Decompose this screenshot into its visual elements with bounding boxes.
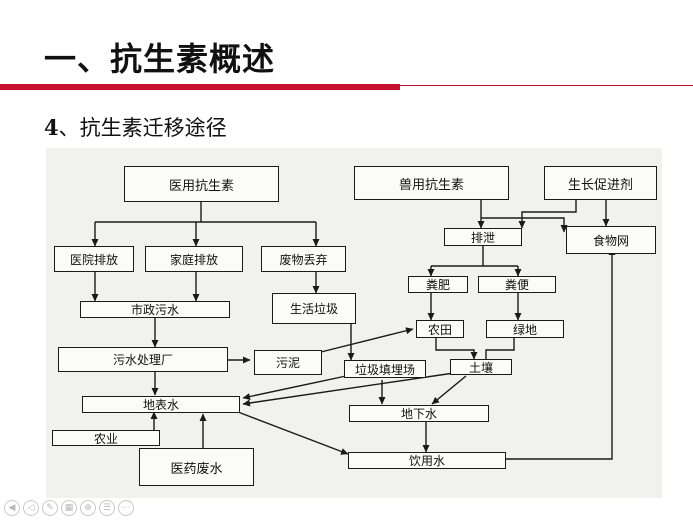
node-farmland: 农田 xyxy=(416,320,464,338)
node-pharma-wastewater: 医药废水 xyxy=(139,448,254,486)
migration-pathway-diagram: 医用抗生素 兽用抗生素 生长促进剂 医院排放 家庭排放 废物丢弃 排泄 食物网 … xyxy=(46,148,662,498)
zoom-icon[interactable]: ⊕ xyxy=(80,500,96,516)
slide-subtitle: 4、抗生素迁移途径 xyxy=(44,112,227,142)
arrow-farmland-to-soil xyxy=(435,338,478,360)
arrow-surface-to-drinking xyxy=(237,411,349,455)
diagram-connectors xyxy=(91,200,616,460)
first-slide-icon[interactable]: ◀ xyxy=(4,500,20,516)
node-municipal-sewage: 市政污水 xyxy=(80,301,230,318)
node-agriculture: 农业 xyxy=(52,430,160,446)
node-green-land: 绿地 xyxy=(486,320,564,338)
node-vet-antibiotics: 兽用抗生素 xyxy=(354,166,509,200)
subtitle-text: 、抗生素迁移途径 xyxy=(58,116,227,140)
connector-vet-split xyxy=(480,200,516,219)
menu-icon[interactable]: ☰ xyxy=(99,500,115,516)
node-domestic-garbage: 生活垃圾 xyxy=(272,293,356,324)
arrow-sludge-to-farmland xyxy=(320,327,414,353)
node-wwtp: 污水处理厂 xyxy=(58,347,228,372)
connector-excretion-split xyxy=(431,246,518,267)
node-household-discharge: 家庭排放 xyxy=(145,246,243,272)
node-waste-discard: 废物丢弃 xyxy=(261,246,346,272)
node-drinking-water: 饮用水 xyxy=(348,452,506,469)
node-manure: 粪肥 xyxy=(408,276,468,293)
node-soil: 土壤 xyxy=(450,359,512,375)
arrow-growth-to-excretion xyxy=(518,200,577,229)
arrow-soil-to-surface xyxy=(242,372,455,407)
node-medical-antibiotics: 医用抗生素 xyxy=(124,166,279,202)
subtitle-number: 4 xyxy=(44,115,59,140)
title-underline-bar xyxy=(0,84,400,90)
node-sludge: 污泥 xyxy=(254,350,322,375)
slides-icon[interactable]: ▦ xyxy=(61,500,77,516)
node-hospital-discharge: 医院排放 xyxy=(54,246,134,272)
node-feces: 粪便 xyxy=(478,276,556,293)
previous-slide-icon[interactable]: ◁ xyxy=(23,500,39,516)
node-groundwater: 地下水 xyxy=(349,405,489,422)
slide-title: 一、抗生素概述 xyxy=(44,40,276,78)
arrow-green-land-to-soil xyxy=(485,338,515,359)
arrow-landfill-to-surface xyxy=(242,375,347,400)
node-surface-water: 地表水 xyxy=(82,396,240,413)
arrow-drinking-to-food-web xyxy=(506,247,616,460)
slideshow-toolbar: ◀ ◁ ✎ ▦ ⊕ ☰ ⋯ xyxy=(4,500,134,516)
pen-icon[interactable]: ✎ xyxy=(42,500,58,516)
more-icon[interactable]: ⋯ xyxy=(118,500,134,516)
node-excretion: 排泄 xyxy=(444,228,522,246)
connector-medical-split xyxy=(95,202,316,223)
arrow-vet-to-food-web xyxy=(516,217,568,233)
arrow-soil-to-groundwater xyxy=(431,375,467,405)
node-food-web: 食物网 xyxy=(566,226,656,254)
node-landfill: 垃圾填埋场 xyxy=(344,360,426,378)
title-underline-line xyxy=(400,85,693,86)
node-growth-promoter: 生长促进剂 xyxy=(544,166,657,200)
